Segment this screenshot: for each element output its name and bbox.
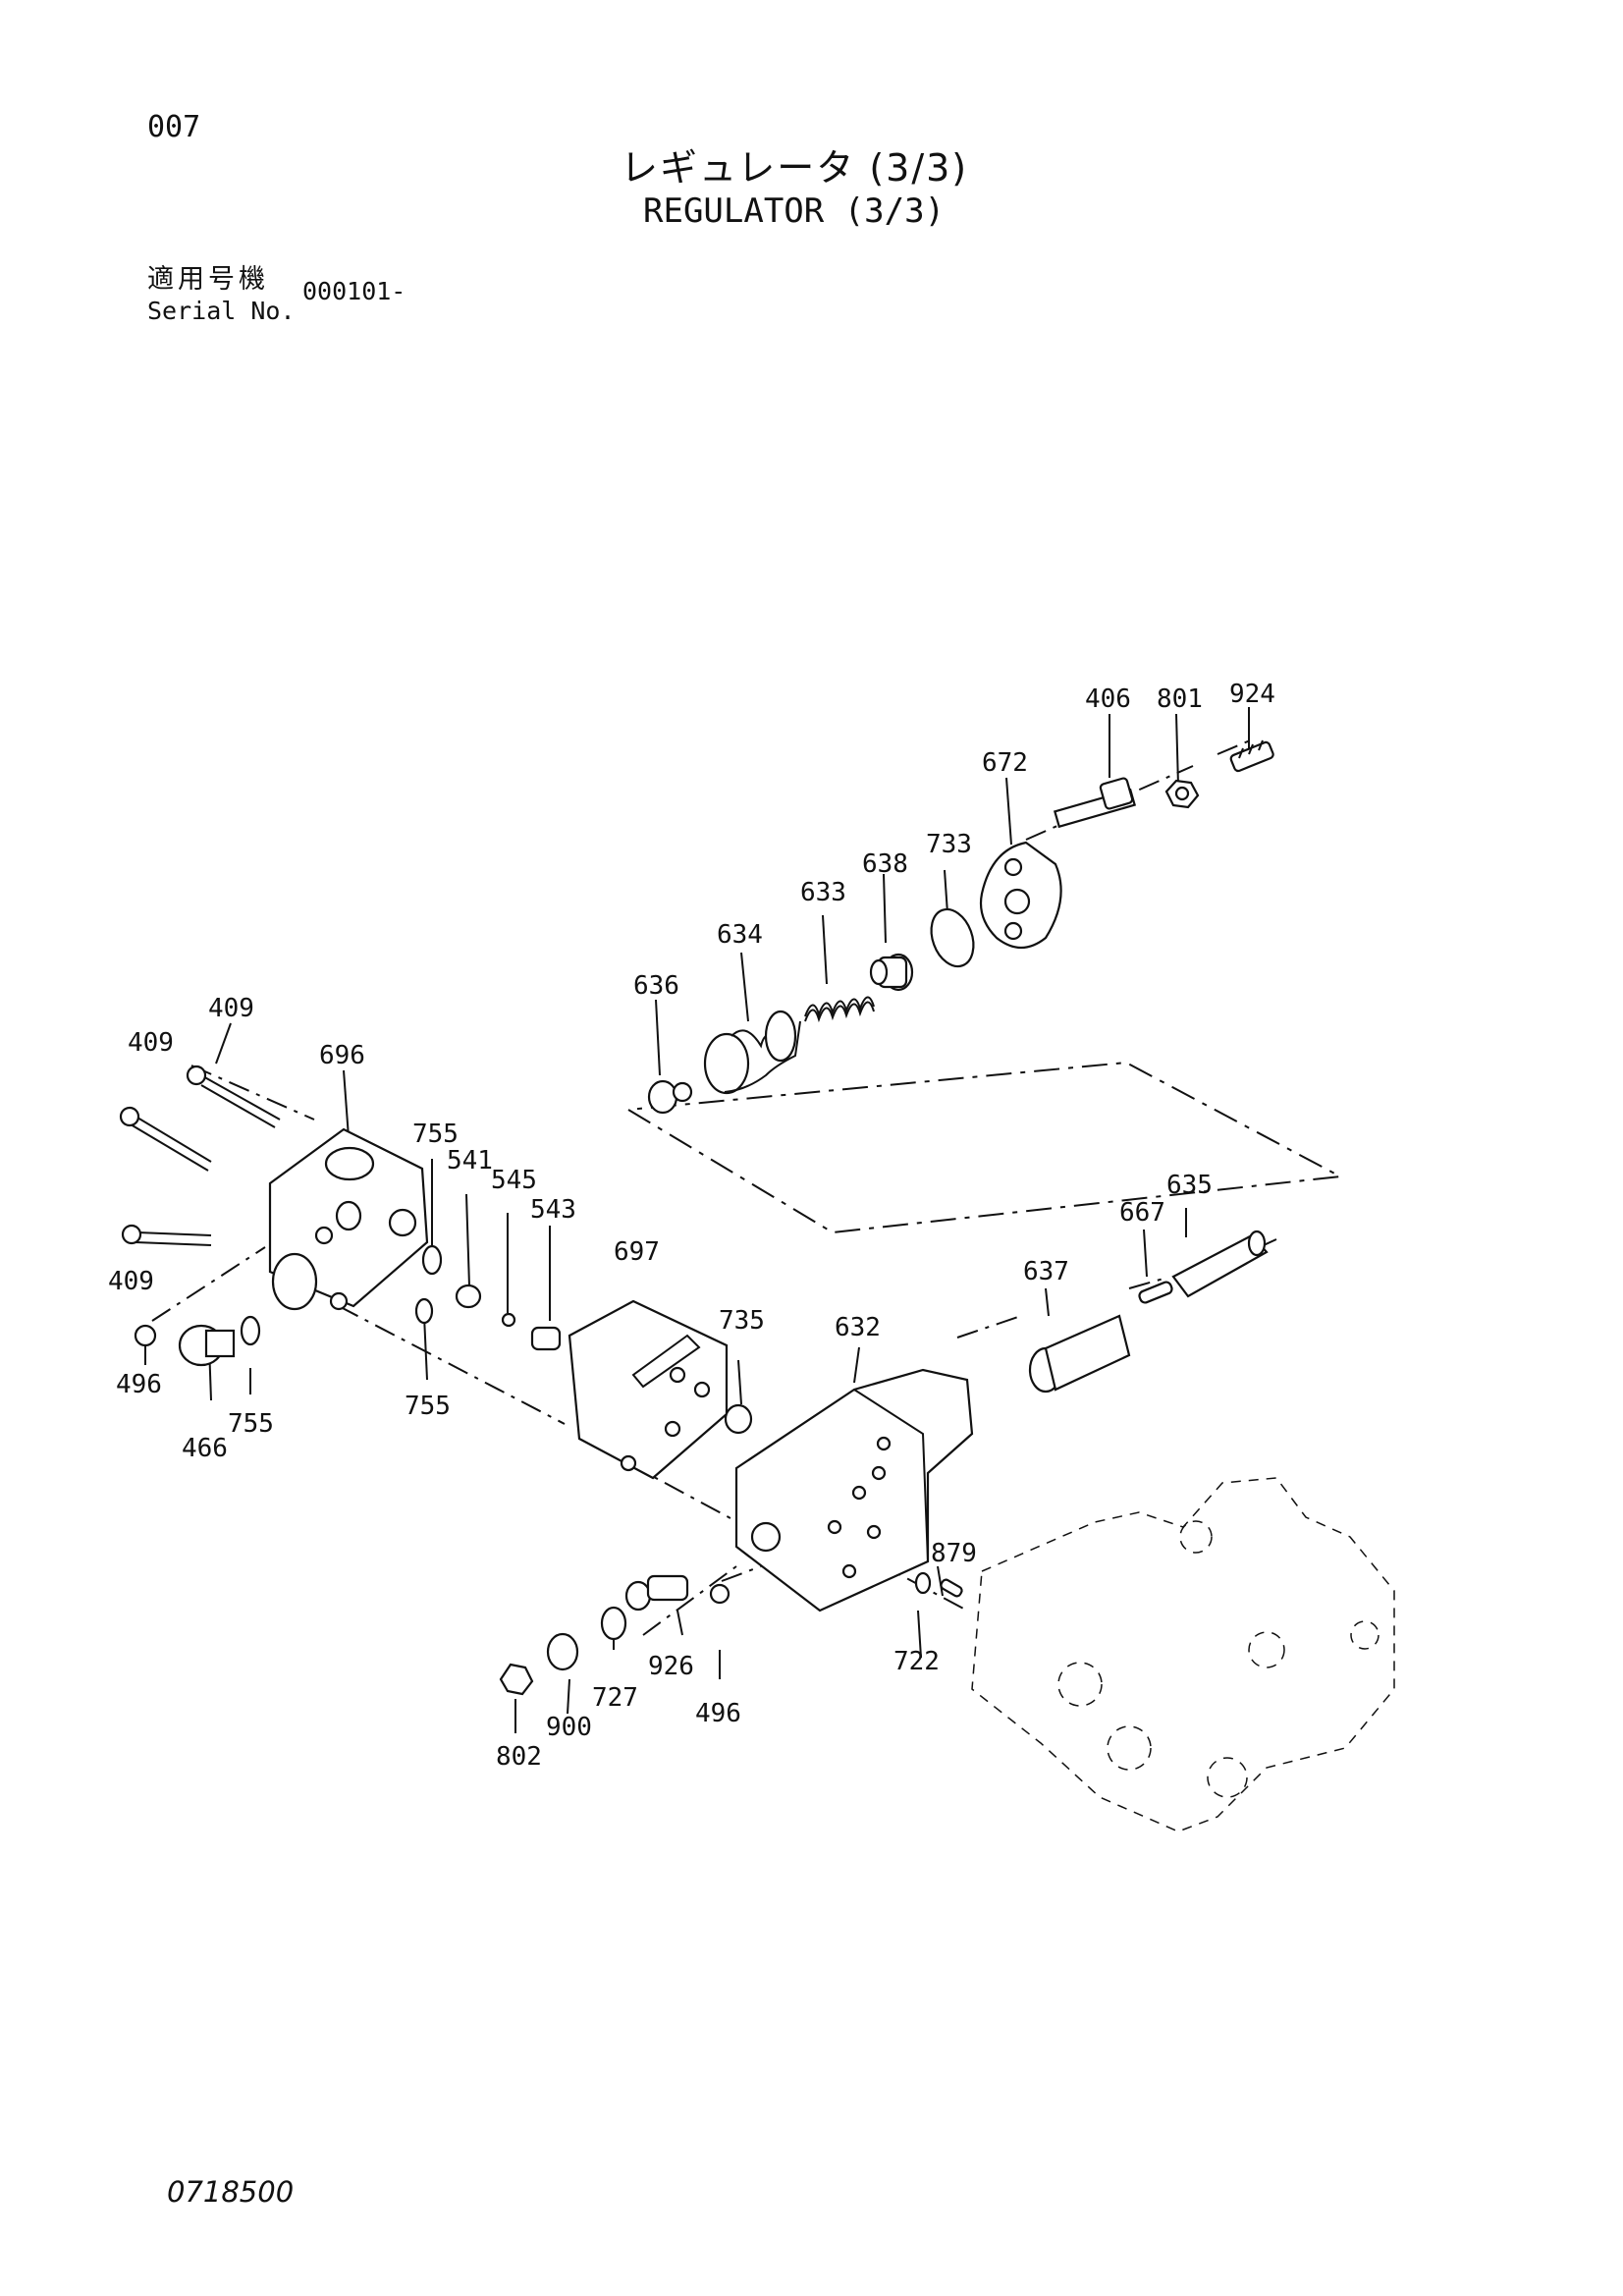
callout-541: 541: [447, 1146, 493, 1175]
callout-409-top: 409: [208, 994, 254, 1023]
serial-number-value: 000101-: [302, 277, 406, 305]
serial-label-english: Serial No.: [147, 297, 296, 325]
set-screw-924: [1229, 739, 1274, 773]
title-english: REGULATOR (3/3): [643, 191, 946, 231]
callout-637: 637: [1023, 1257, 1069, 1286]
callout-634: 634: [717, 920, 763, 950]
callout-735: 735: [719, 1306, 765, 1336]
callout-722: 722: [893, 1647, 940, 1676]
callout-755-plug: 755: [228, 1409, 274, 1439]
callout-672: 672: [982, 748, 1028, 778]
callout-466: 466: [182, 1434, 228, 1463]
serial-label-japanese: 適用号機: [147, 264, 269, 295]
callout-409-middle: 409: [128, 1028, 174, 1058]
block-632: [734, 1368, 974, 1613]
cover-plate-672: [979, 841, 1062, 950]
o-ring-722-pin-879: [914, 1571, 963, 1598]
stopper-636: [647, 1079, 693, 1115]
callout-801: 801: [1157, 684, 1203, 714]
callout-635: 635: [1166, 1171, 1213, 1200]
callout-697: 697: [614, 1237, 660, 1267]
spool-637: [1028, 1314, 1131, 1394]
callout-496-left: 496: [116, 1370, 162, 1399]
o-ring-733: [930, 907, 975, 968]
callout-633: 633: [800, 878, 846, 907]
callout-900: 900: [546, 1713, 592, 1742]
callout-924: 924: [1229, 680, 1275, 709]
nut-801: [1164, 779, 1200, 809]
bolt-406: [1053, 777, 1137, 829]
callout-638: 638: [862, 849, 908, 879]
bolts-409: [119, 1065, 281, 1246]
callout-755-bottom: 755: [405, 1392, 451, 1421]
callout-926: 926: [648, 1652, 694, 1681]
callout-labels: 924 406 801 672 733 638 633 634 636 409 …: [108, 680, 1275, 1772]
leader-lines: [144, 707, 1250, 1733]
document-code: 0718500: [167, 2175, 295, 2209]
page-number: 007: [147, 110, 201, 144]
callout-879: 879: [931, 1539, 977, 1568]
callout-727: 727: [592, 1683, 638, 1713]
callout-632: 632: [835, 1313, 881, 1342]
title-japanese: レギュレータ (3/3): [621, 146, 969, 190]
plug-466: [134, 1315, 261, 1367]
callout-755-top: 755: [412, 1120, 459, 1149]
pin-667-and-sleeve-635: [1138, 1230, 1269, 1304]
callout-545: 545: [491, 1166, 537, 1195]
callout-543: 543: [530, 1195, 576, 1225]
adjust-screw-926-and-nut-802: [499, 1574, 730, 1696]
callout-696: 696: [319, 1041, 365, 1070]
callout-409-bottom: 409: [108, 1267, 154, 1296]
callout-667: 667: [1119, 1198, 1165, 1228]
spring-634: [703, 1010, 801, 1095]
pump-housing: [971, 1477, 1395, 1832]
callout-496-bottom: 496: [695, 1699, 741, 1728]
callout-733: 733: [926, 830, 972, 859]
cover-696: [268, 1127, 429, 1311]
callout-636: 636: [633, 971, 679, 1001]
spring-633: [804, 996, 875, 1023]
callout-802: 802: [496, 1742, 542, 1772]
small-seals-755-541-545-543: [414, 1244, 562, 1351]
cover-697: [568, 1299, 753, 1480]
spring-seat-638: [869, 953, 914, 992]
callout-406: 406: [1085, 684, 1131, 714]
assembly-lines: [151, 738, 1344, 1636]
